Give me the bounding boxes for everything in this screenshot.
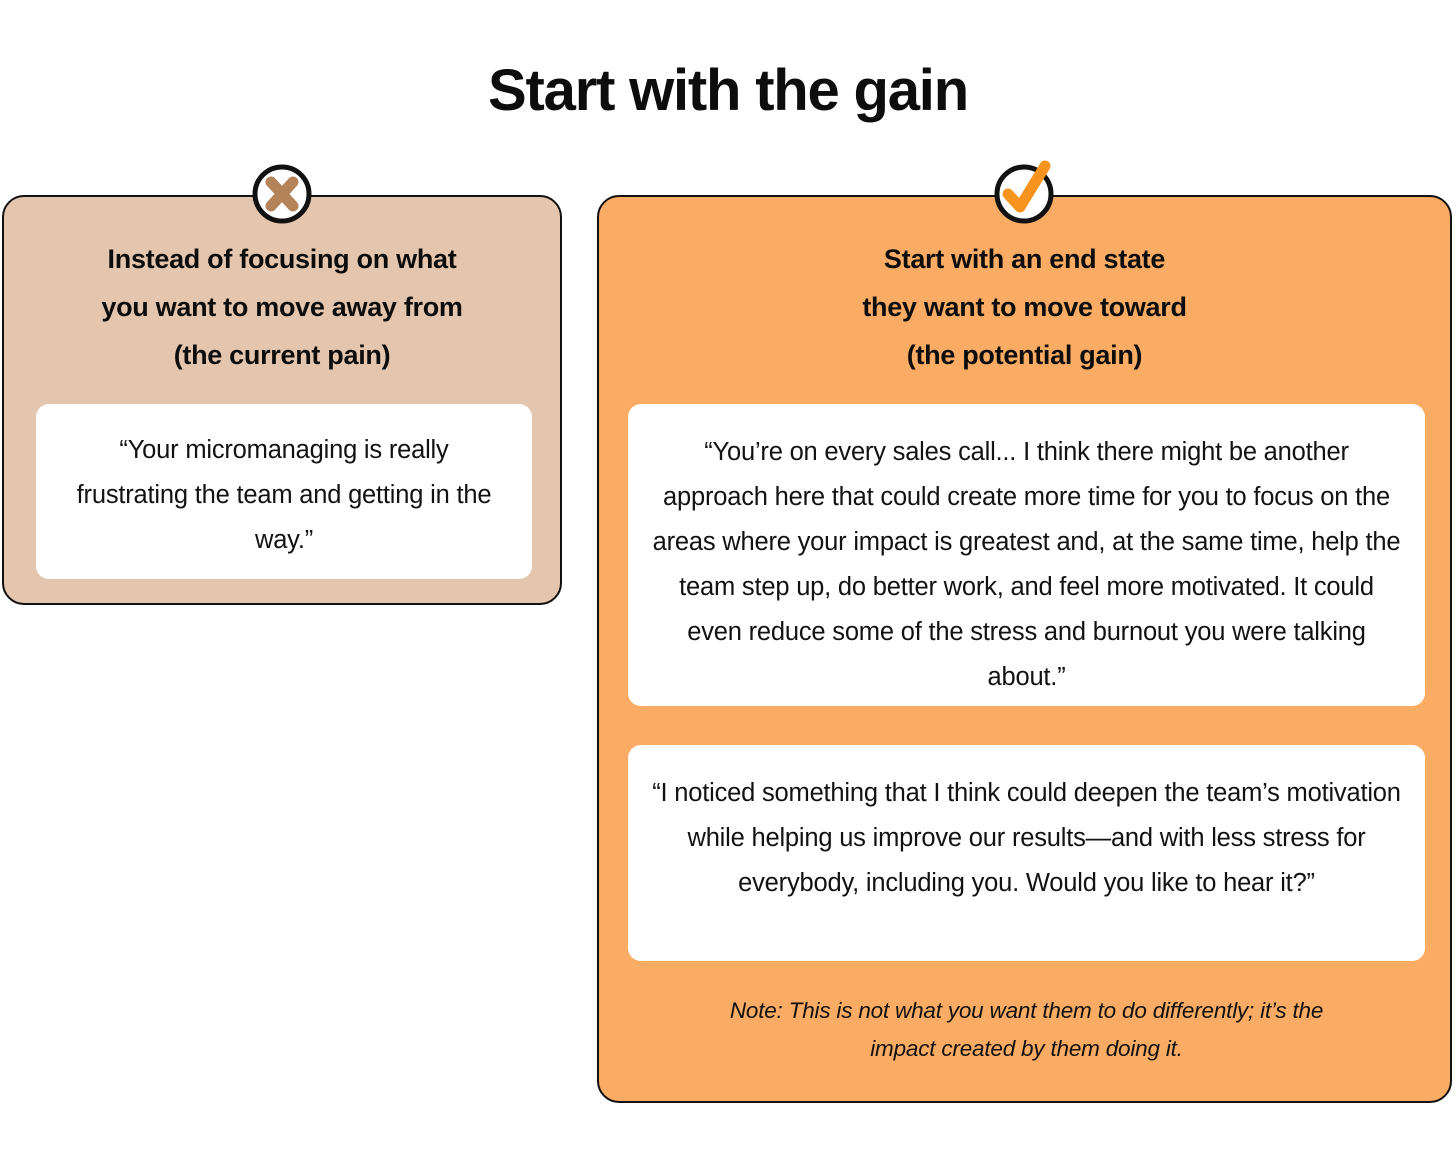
pain-heading-line-3: (the current pain)	[173, 340, 391, 370]
gain-card: Start with an end state they want to mov…	[597, 195, 1452, 1103]
gain-card-note: Note: This is not what you want them to …	[639, 992, 1414, 1068]
check-mark-icon	[993, 160, 1055, 225]
page-title: Start with the gain	[488, 58, 969, 123]
pain-quote-1: “Your micromanaging is really frustratin…	[36, 404, 532, 579]
x-mark-icon	[251, 163, 313, 225]
gain-heading-line-3: (the potential gain)	[906, 340, 1143, 370]
pain-heading-line-1: Instead of focusing on what	[107, 244, 457, 274]
gain-card-heading: Start with an end state they want to mov…	[599, 235, 1450, 379]
note-line-2: impact created by them doing it.	[870, 1036, 1183, 1061]
pain-heading-line-2: you want to move away from	[101, 292, 463, 322]
note-line-1: Note: This is not what you want them to …	[729, 998, 1324, 1023]
gain-heading-line-2: they want to move toward	[862, 292, 1187, 322]
pain-card: Instead of focusing on what you want to …	[2, 195, 562, 605]
pain-card-heading: Instead of focusing on what you want to …	[4, 235, 560, 379]
gain-quote-1: “You’re on every sales call... I think t…	[628, 404, 1425, 706]
gain-heading-line-1: Start with an end state	[883, 244, 1166, 274]
gain-quote-2: “I noticed something that I think could …	[628, 745, 1425, 961]
